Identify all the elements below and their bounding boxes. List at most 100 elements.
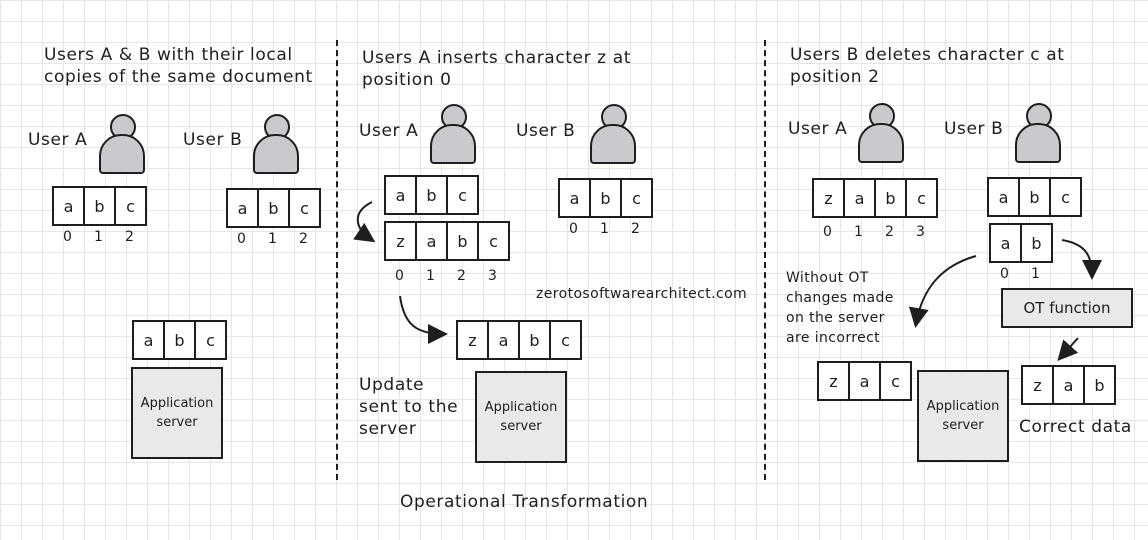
without-ot-arrow [908, 255, 977, 328]
doc-cell: c [206, 330, 215, 350]
doc-cell: b [85, 188, 116, 224]
doc-cell: c [891, 371, 900, 391]
index-label: 0 [395, 268, 404, 284]
doc-cell: c [632, 188, 641, 208]
ot-function-box: OT function [1001, 288, 1133, 328]
doc-cell: a [134, 322, 165, 358]
panel1-index-a: 0 1 2 [52, 229, 145, 245]
doc-cell: c [126, 196, 135, 216]
doc-cell: c [561, 330, 570, 350]
index-label: 1 [268, 231, 277, 247]
index-label: 3 [916, 224, 925, 240]
panel2-index-b: 0 1 2 [558, 221, 651, 237]
index-label: 2 [457, 268, 466, 284]
doc-cell: b [417, 177, 448, 213]
panel3-doc-a: z a b c [812, 178, 938, 218]
index-label: 1 [426, 268, 435, 284]
doc-cell: z [814, 180, 845, 216]
index-label: 0 [569, 221, 578, 237]
doc-cell: a [228, 190, 259, 226]
panel1-user-b-label: User B [183, 130, 243, 150]
to-ot-arrow [1061, 239, 1102, 280]
panel3-index-b-after: 0 1 [989, 266, 1051, 282]
panel2-doc-a-before: a b c [384, 175, 479, 215]
index-label: 2 [631, 221, 640, 237]
doc-cell: a [989, 179, 1020, 215]
insert-arrow [353, 201, 376, 243]
panel1-user-a-label: User A [28, 130, 88, 150]
doc-cell: a [991, 225, 1022, 261]
doc-cell: c [917, 188, 926, 208]
index-label: 0 [823, 224, 832, 240]
panel2-doc-b: a b c [558, 178, 653, 218]
index-label: 1 [94, 229, 103, 245]
index-label: 0 [237, 231, 246, 247]
panel2-server-doc: z a b c [456, 320, 582, 360]
doc-cell: z [1023, 367, 1054, 403]
doc-cell: a [1054, 367, 1085, 403]
user-a-avatar [858, 103, 904, 163]
doc-cell: b [591, 180, 622, 216]
doc-cell: b [1031, 233, 1042, 253]
doc-cell: b [259, 190, 290, 226]
panel3-index-a: 0 1 2 3 [812, 224, 936, 240]
index-label: 3 [488, 268, 497, 284]
index-label: 1 [600, 221, 609, 237]
panel3-without-ot-note: Without OT changes made on the server ar… [786, 270, 894, 346]
index-label: 0 [1000, 266, 1009, 282]
doc-cell: z [386, 223, 417, 259]
user-a-avatar [430, 104, 476, 164]
panel-divider-1 [336, 40, 338, 480]
panel3-heading: Users B deletes character c at position … [790, 45, 1065, 87]
panel3-doc-b-after: a b [989, 223, 1053, 263]
user-a-avatar [99, 114, 145, 174]
panel2-application-server: Application server [475, 371, 567, 463]
panel2-update-note: Update sent to the server [359, 375, 459, 439]
doc-cell: b [1094, 375, 1105, 395]
panel-divider-2 [764, 40, 766, 480]
panel3-user-b-label: User B [944, 119, 1004, 139]
index-label: 2 [125, 229, 134, 245]
doc-cell: c [1061, 187, 1070, 207]
doc-cell: c [458, 185, 467, 205]
panel3-application-server: Application server [917, 370, 1009, 462]
ot-result-arrow [1057, 337, 1079, 361]
panel2-heading: Users A inserts character z at position … [362, 48, 631, 90]
panel2-doc-a-after: z a b c [384, 221, 510, 261]
panel1-server-doc: a b c [132, 320, 227, 360]
index-label: 1 [854, 224, 863, 240]
panel3-incorrect-doc: z a c [817, 361, 912, 401]
diagram-title: Operational Transformation [400, 492, 649, 512]
panel1-application-server: Application server [131, 367, 223, 459]
index-label: 2 [299, 231, 308, 247]
panel1-heading: Users A & B with their local copies of t… [44, 45, 313, 87]
doc-cell: b [448, 223, 479, 259]
panel1-doc-b: a b c [226, 188, 321, 228]
doc-cell: a [560, 180, 591, 216]
doc-cell: a [417, 223, 448, 259]
user-b-avatar [1015, 103, 1061, 163]
panel3-doc-b-before: a b c [987, 177, 1082, 217]
doc-cell: b [165, 322, 196, 358]
doc-cell: a [850, 363, 881, 399]
doc-cell: z [819, 363, 850, 399]
panel1-doc-a: a b c [52, 186, 147, 226]
panel3-correct-doc: z a b [1021, 365, 1116, 405]
update-arrow [399, 295, 448, 344]
user-b-avatar [253, 114, 299, 174]
doc-cell: a [489, 322, 520, 358]
doc-cell: c [489, 231, 498, 251]
doc-cell: z [458, 322, 489, 358]
panel3-user-a-label: User A [788, 119, 848, 139]
user-b-avatar [590, 104, 636, 164]
doc-cell: b [1020, 179, 1051, 215]
doc-cell: c [300, 198, 309, 218]
index-label: 2 [885, 224, 894, 240]
doc-cell: a [54, 188, 85, 224]
index-label: 1 [1031, 266, 1040, 282]
panel2-user-a-label: User A [359, 121, 419, 141]
doc-cell: b [520, 322, 551, 358]
panel2-index-a-after: 0 1 2 3 [384, 268, 508, 284]
doc-cell: b [876, 180, 907, 216]
